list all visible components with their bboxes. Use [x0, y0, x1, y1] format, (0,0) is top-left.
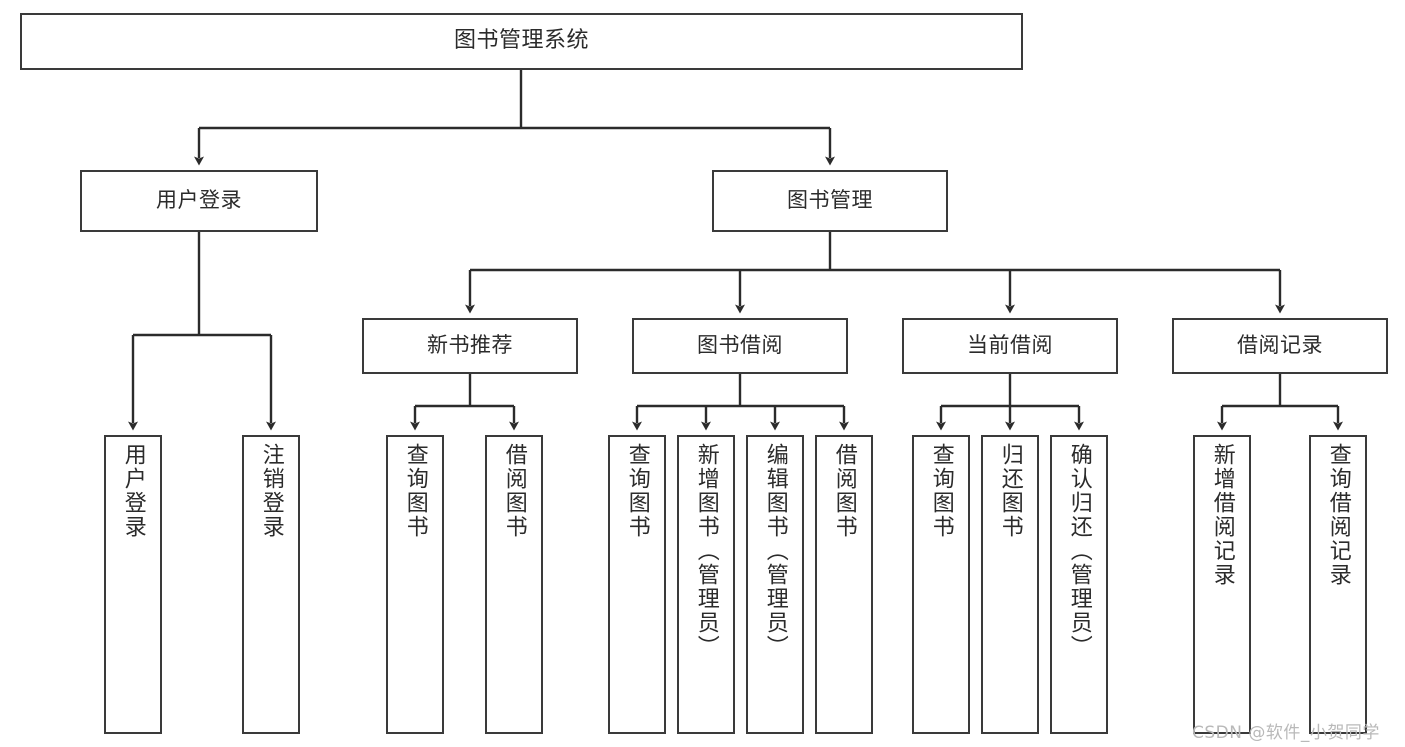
node-label: 借阅图书	[831, 443, 857, 539]
node-book-borrow[interactable]: 图书借阅	[632, 318, 848, 374]
leaf-borrow-record-query-record[interactable]: 查询借阅记录	[1309, 435, 1367, 734]
node-label: 图书管理	[787, 188, 873, 213]
node-label: 编辑图书（管理员）	[762, 443, 788, 659]
leaf-user-login-login[interactable]: 用户登录	[104, 435, 162, 734]
leaf-book-borrow-add-book-admin[interactable]: 新增图书（管理员）	[677, 435, 735, 734]
node-label: 归还图书	[997, 443, 1023, 539]
node-label: 新增借阅记录	[1209, 443, 1235, 587]
node-label: 查询图书	[402, 443, 428, 539]
node-book-management[interactable]: 图书管理	[712, 170, 948, 232]
leaf-book-borrow-edit-book-admin[interactable]: 编辑图书（管理员）	[746, 435, 804, 734]
node-label: 借阅图书	[501, 443, 527, 539]
node-label: 查询图书	[928, 443, 954, 539]
node-label: 确认归还（管理员）	[1066, 443, 1092, 659]
node-label: 注销登录	[258, 443, 284, 539]
leaf-borrow-record-add-record[interactable]: 新增借阅记录	[1193, 435, 1251, 734]
node-label: 借阅记录	[1237, 333, 1323, 358]
node-root-book-management-system[interactable]: 图书管理系统	[20, 13, 1023, 70]
node-label: 新增图书（管理员）	[693, 443, 719, 659]
node-current-borrow[interactable]: 当前借阅	[902, 318, 1118, 374]
node-label: 新书推荐	[427, 333, 513, 358]
leaf-book-borrow-query-book[interactable]: 查询图书	[608, 435, 666, 734]
node-label: 当前借阅	[967, 333, 1053, 358]
leaf-new-book-query-book[interactable]: 查询图书	[386, 435, 444, 734]
node-label: 图书借阅	[697, 333, 783, 358]
node-new-book-recommend[interactable]: 新书推荐	[362, 318, 578, 374]
node-user-login[interactable]: 用户登录	[80, 170, 318, 232]
leaf-current-borrow-return-book[interactable]: 归还图书	[981, 435, 1039, 734]
node-label: 查询借阅记录	[1325, 443, 1351, 587]
node-borrow-record[interactable]: 借阅记录	[1172, 318, 1388, 374]
node-label: 图书管理系统	[453, 28, 589, 54]
leaf-current-borrow-query-book[interactable]: 查询图书	[912, 435, 970, 734]
leaf-new-book-borrow-book[interactable]: 借阅图书	[485, 435, 543, 734]
csdn-watermark: CSDN @软件_小贺同学	[1192, 723, 1380, 743]
leaf-current-borrow-confirm-return-admin[interactable]: 确认归还（管理员）	[1050, 435, 1108, 734]
node-label: 查询图书	[624, 443, 650, 539]
node-label: 用户登录	[156, 188, 242, 213]
leaf-book-borrow-borrow-book[interactable]: 借阅图书	[815, 435, 873, 734]
leaf-user-login-logout[interactable]: 注销登录	[242, 435, 300, 734]
node-label: 用户登录	[120, 443, 146, 539]
